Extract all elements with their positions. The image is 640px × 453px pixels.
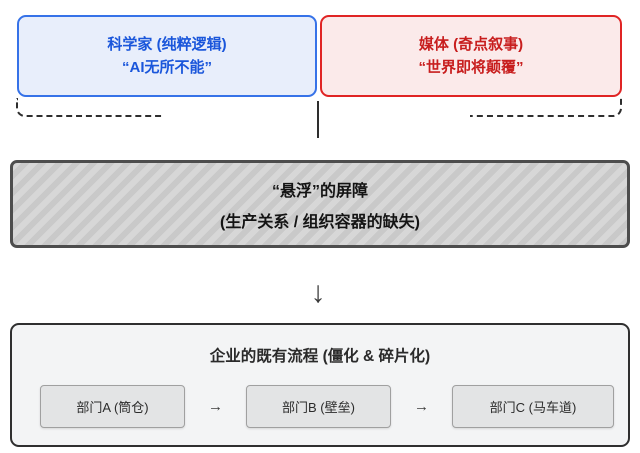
barrier-subtitle: (生产关系 / 组织容器的缺失): [220, 213, 420, 231]
department-box-a: 部门A (筒仓): [40, 385, 185, 428]
dashed-bracket-left: [16, 98, 164, 117]
media-card-title: 媒体 (奇点叙事): [418, 36, 524, 53]
process-title: 企业的既有流程 (僵化 & 碎片化): [209, 348, 431, 365]
barrier-title: “悬浮”的屏障: [271, 182, 368, 200]
department-box-c: 部门C (马车道): [452, 385, 614, 428]
department-box-b: 部门B (壁垒): [246, 385, 391, 428]
scientist-card-title: 科学家 (纯粹逻辑): [107, 36, 227, 53]
department-b-label: 部门B (壁垒): [282, 400, 355, 415]
connector-line: [317, 101, 319, 138]
media-card-quote: “世界即将颠覆”: [418, 59, 524, 76]
department-row: 部门A (筒仓) → 部门B (壁垒) → 部门C (马车道): [12, 385, 628, 428]
department-c-label: 部门C (马车道): [489, 400, 577, 415]
dashed-bracket-right: [470, 98, 622, 117]
scientist-card: 科学家 (纯粹逻辑) “AI无所不能”: [17, 15, 317, 97]
down-arrow-icon: ↓: [310, 276, 326, 309]
scientist-card-quote: “AI无所不能”: [121, 59, 212, 76]
flow-arrow-icon: →: [208, 398, 223, 415]
media-card: 媒体 (奇点叙事) “世界即将颠覆”: [320, 15, 622, 97]
process-box: 企业的既有流程 (僵化 & 碎片化) 部门A (筒仓) → 部门B (壁垒) →…: [10, 323, 630, 447]
barrier-box: “悬浮”的屏障 (生产关系 / 组织容器的缺失): [10, 160, 630, 248]
flow-arrow-icon: →: [414, 398, 429, 415]
department-a-label: 部门A (筒仓): [76, 400, 149, 415]
